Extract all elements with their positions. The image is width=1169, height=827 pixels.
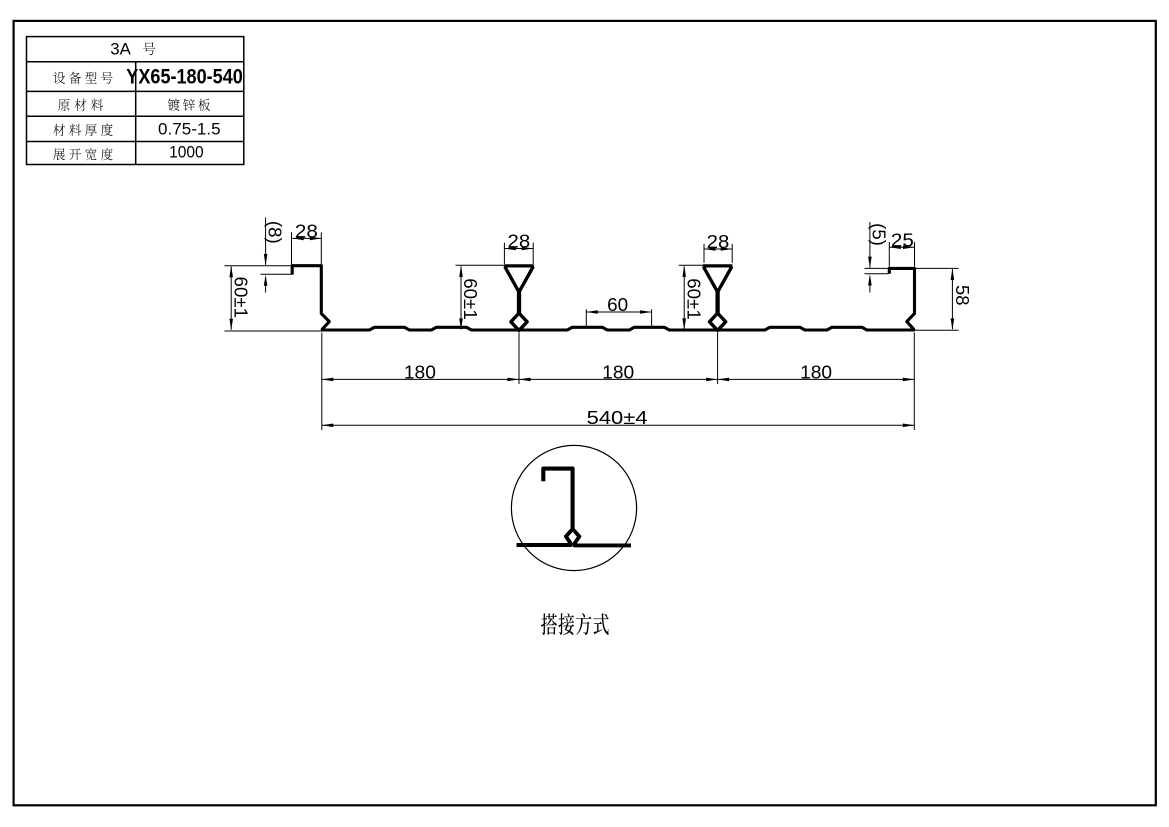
svg-text:0.75-1.5: 0.75-1.5 — [158, 119, 221, 138]
svg-text:540±4: 540±4 — [587, 407, 648, 428]
svg-text:28: 28 — [508, 231, 531, 252]
svg-text:60±1: 60±1 — [230, 277, 251, 319]
svg-text:28: 28 — [295, 221, 318, 242]
svg-text:28: 28 — [707, 231, 730, 252]
svg-text:1000: 1000 — [169, 143, 204, 162]
svg-text:YX65-180-540: YX65-180-540 — [126, 66, 243, 89]
svg-text:180: 180 — [404, 362, 436, 383]
svg-text:180: 180 — [800, 362, 832, 383]
svg-text:60±1: 60±1 — [460, 278, 481, 320]
svg-text:58: 58 — [952, 285, 973, 306]
svg-text:(8): (8) — [265, 221, 286, 244]
svg-text:180: 180 — [602, 362, 634, 383]
svg-text:60±1: 60±1 — [683, 278, 704, 320]
svg-text:60: 60 — [607, 294, 628, 315]
svg-text:(5): (5) — [868, 223, 889, 246]
svg-text:25: 25 — [891, 229, 914, 250]
svg-text:3A: 3A — [110, 40, 131, 59]
